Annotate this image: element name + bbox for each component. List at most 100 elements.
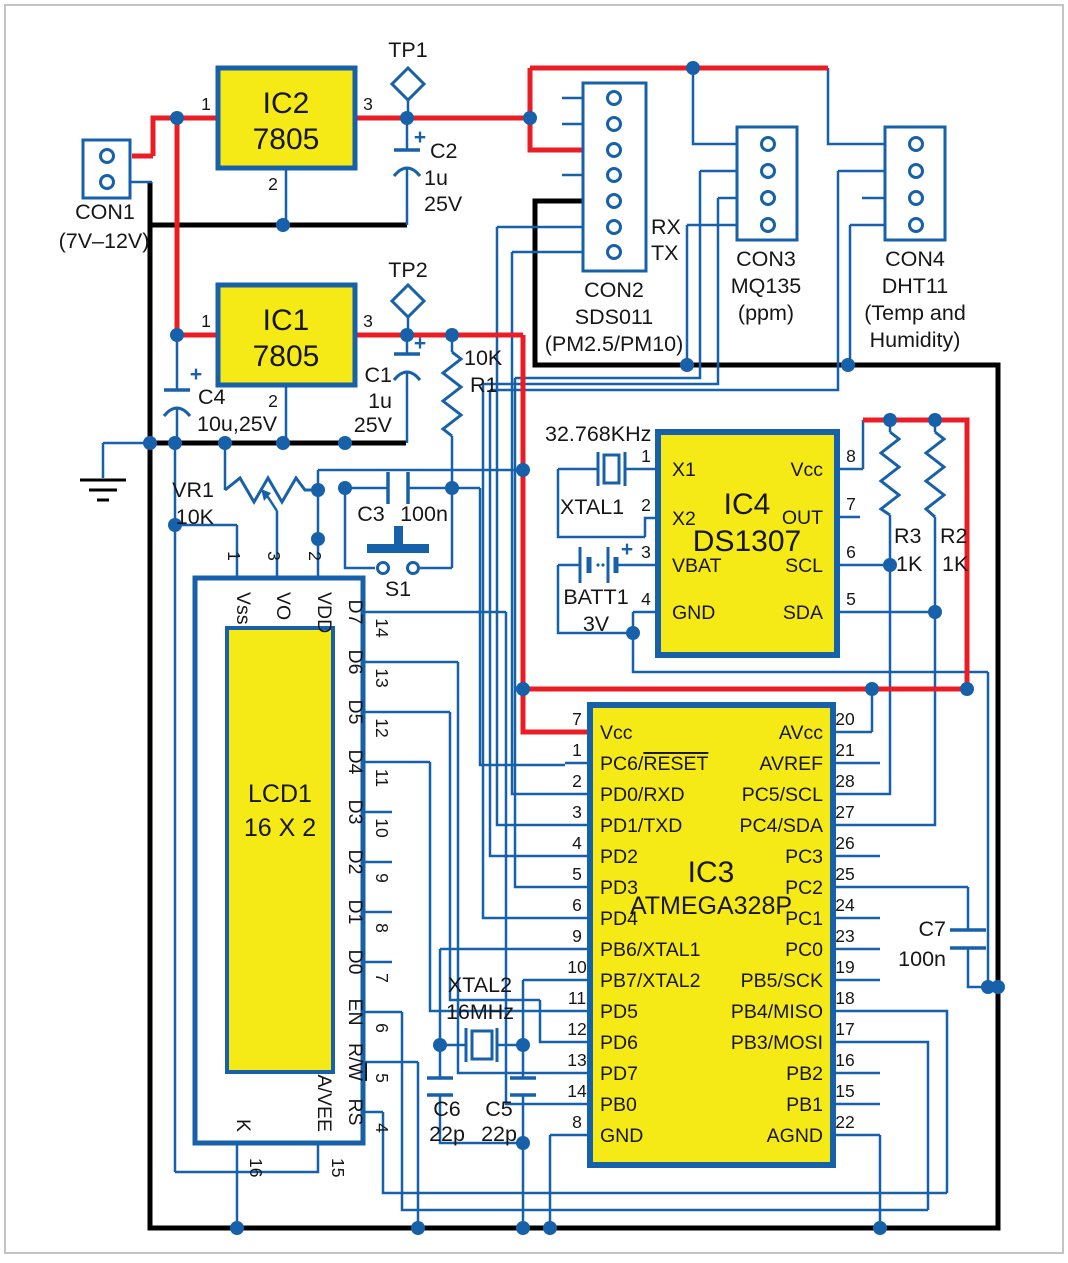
r2-value: 1K (942, 552, 969, 576)
r1-value: 10K (464, 346, 503, 370)
con4-desc1: (Temp and (864, 301, 966, 325)
con1-pin1 (99, 148, 115, 164)
crystal-xtal2: XTAL2 16MHz (446, 973, 514, 1062)
c2-plus: + (414, 126, 426, 149)
c1-voltage: 25V (354, 413, 393, 437)
lcd-avee-label: A/VEE (313, 1075, 335, 1132)
lcd-d1-label: D1 (344, 900, 366, 925)
ic4-vbat-label: VBAT (672, 555, 722, 577)
ic3-pb2-label: PB2 (786, 1063, 823, 1085)
ic3-lnum-8: 10 (567, 957, 587, 977)
c6-ref: C6 (433, 1097, 461, 1121)
c7-value: 100n (898, 947, 946, 971)
con2-rx-label: RX (651, 215, 681, 239)
ic4-scl-label: SCL (785, 555, 823, 577)
lcd-d6-label: D6 (344, 650, 366, 675)
r3-ref: R3 (894, 524, 922, 548)
ic3-lnum-13: 8 (572, 1112, 582, 1132)
ic3-rnum-5: 25 (835, 864, 854, 884)
lcd-d3-label: D3 (344, 800, 366, 825)
c3-value: 100n (400, 502, 448, 526)
ic3-avcc-label: AVcc (779, 722, 823, 744)
ic4-vcc-label: Vcc (790, 459, 823, 481)
ic3-pc3-label: PC3 (785, 846, 823, 868)
ic3-rnum-8: 19 (835, 957, 854, 977)
ic3-part: ATMEGA328P (630, 892, 792, 920)
c2-value: 1u (424, 166, 448, 190)
lcd-pin11-num: 11 (372, 769, 392, 787)
lcd-pin5-num: 5 (372, 1073, 392, 1083)
c2-ref: C2 (430, 139, 457, 163)
con3-part: MQ135 (731, 274, 802, 298)
tp2-label: TP2 (388, 258, 427, 282)
capacitor-c6: C6 22p (427, 1076, 465, 1146)
ic3-rnum-3: 27 (835, 802, 854, 822)
ic3-rnum-6: 24 (835, 895, 855, 915)
lcd-d4-label: D4 (344, 750, 366, 775)
ground-symbol (80, 478, 126, 502)
con4-label: CON4 (885, 247, 945, 271)
lcd-d0-label: D0 (344, 950, 366, 975)
ic2-pin3-num: 3 (363, 94, 373, 114)
ic3-lnum-11: 13 (567, 1050, 586, 1070)
c4-ref: C4 (198, 385, 226, 409)
ic3-lnum-6: 6 (572, 895, 582, 915)
ic3-lnum-7: 9 (572, 926, 582, 946)
resistor-r3: R3 1K (878, 430, 923, 576)
c7-ref: C7 (919, 917, 946, 941)
ic3-lnum-0: 7 (572, 709, 582, 729)
con1-pin2 (99, 174, 115, 190)
c5-value: 22p (481, 1122, 517, 1146)
ic3-rnum-1: 21 (835, 740, 854, 760)
lcd-vss-label: Vss (232, 592, 254, 625)
lcd-rs-label: RS (344, 1098, 366, 1125)
ic3-pb6-label: PB6/XTAL1 (600, 939, 700, 961)
ic3-pc0-label: PC0 (785, 939, 823, 961)
battery-batt1: + BATT1 3V (563, 538, 633, 636)
capacitor-c7: C7 100n (898, 917, 986, 971)
s1-label: S1 (385, 577, 411, 601)
lcd-d5-label: D5 (344, 700, 366, 725)
ic3-rnum-11: 16 (835, 1050, 854, 1070)
ic2-pin1-num: 1 (201, 94, 211, 114)
ic4-pin3-num: 3 (641, 542, 651, 562)
ic3-rnum-7: 23 (835, 926, 854, 946)
ic3-rnum-9: 18 (835, 988, 854, 1008)
xtal1-label: XTAL1 (560, 495, 624, 519)
ic4-ref: IC4 (724, 488, 771, 521)
lcd-vo-label: VO (272, 592, 294, 620)
r1-ref: R1 (470, 373, 497, 397)
ic3-pb5-label: PB5/SCK (741, 970, 823, 992)
ic3-pd3-label: PD3 (600, 877, 638, 899)
connector-con2: RX TX CON2 SDS011 (PM2.5/PM10) (545, 81, 683, 356)
ic4-x1-label: X1 (672, 459, 696, 481)
switch-s1: S1 (367, 526, 429, 601)
ic3-agnd-label: AGND (767, 1125, 823, 1147)
c2-voltage: 25V (424, 192, 463, 216)
capacitor-c3: C3 100n (357, 472, 448, 526)
testpoint-tp1: TP1 (388, 38, 428, 118)
ic4-pin8-num: 8 (846, 446, 856, 466)
ic3-pd6-label: PD6 (600, 1032, 638, 1054)
c1-value: 1u (368, 389, 392, 413)
lcd-vss-num: 1 (224, 551, 244, 561)
ic3-pb7-label: PB7/XTAL2 (600, 970, 700, 992)
ic3-pc5-label: PC5/SCL (742, 784, 823, 806)
lcd-pin12-num: 12 (372, 718, 392, 737)
ic3-lnum-3: 3 (572, 802, 582, 822)
page-border (4, 4, 1064, 1254)
ic4-ds1307: IC4 DS1307 1 2 3 4 X1 X2 VBAT GND 8 7 6 … (641, 429, 856, 658)
resistor-r2: R2 1K (923, 430, 969, 576)
ic1-ref: IC1 (263, 304, 310, 337)
lcd-d2-label: D2 (344, 850, 366, 875)
ic3-gnd-label: GND (600, 1125, 643, 1147)
ic4-out-label: OUT (782, 507, 823, 529)
regulator-ic2: IC2 7805 1 3 2 (201, 65, 373, 194)
ic1-part: 7805 (253, 340, 320, 373)
ic1-pin2-num: 2 (268, 391, 278, 411)
ic3-pd7-label: PD7 (600, 1063, 638, 1085)
con2-tx-label: TX (651, 241, 678, 265)
ic3-vcc-label: Vcc (600, 722, 633, 744)
ic4-pin6-num: 6 (846, 542, 856, 562)
